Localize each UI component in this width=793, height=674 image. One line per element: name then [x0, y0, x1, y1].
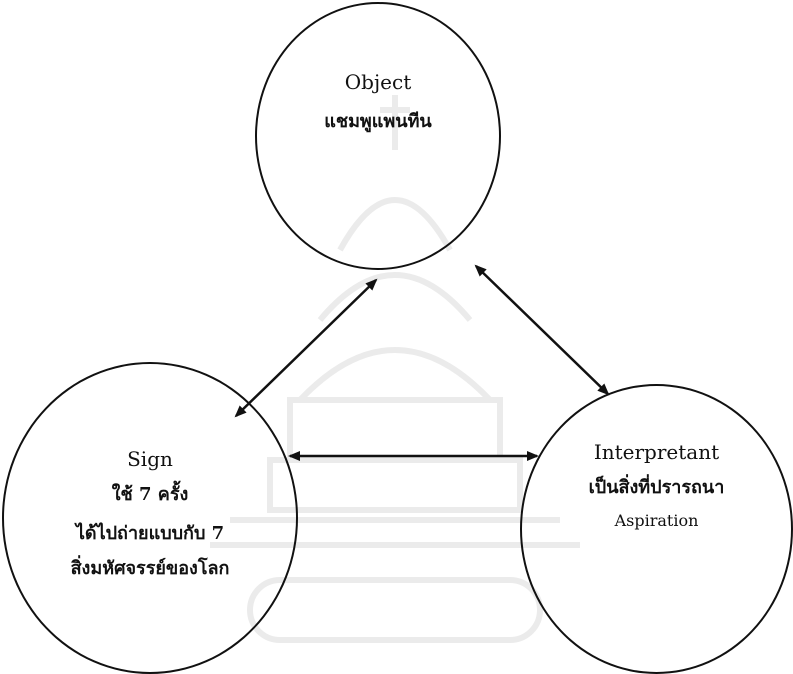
interpretant-node: Interpretant เป็นสิ่งที่ปรารถนา Aspirati…: [520, 384, 793, 674]
arrow-object-interpretant: [474, 264, 610, 396]
sign-line-2: ได้ไปถ่ายแบบกับ 7: [75, 523, 225, 544]
object-description: แชมพูแพนทีน: [324, 111, 432, 132]
sign-line-1: ใช้ 7 ครั้ง: [111, 484, 189, 505]
interpretant-description: เป็นสิ่งที่ปรารถนา: [588, 477, 725, 498]
interpretant-title: Interpretant: [593, 440, 720, 464]
interpretant-english: Aspiration: [614, 511, 699, 530]
object-title: Object: [344, 70, 412, 94]
sign-line-3: สิ่งมหัศจรรย์ของโลก: [70, 558, 230, 579]
object-node: Object แชมพูแพนทีน: [255, 2, 501, 270]
arrow-object-sign: [234, 278, 378, 418]
sign-title: Sign: [127, 447, 173, 471]
sign-node: Sign ใช้ 7 ครั้ง ได้ไปถ่ายแบบกับ 7 สิ่งม…: [2, 362, 298, 674]
